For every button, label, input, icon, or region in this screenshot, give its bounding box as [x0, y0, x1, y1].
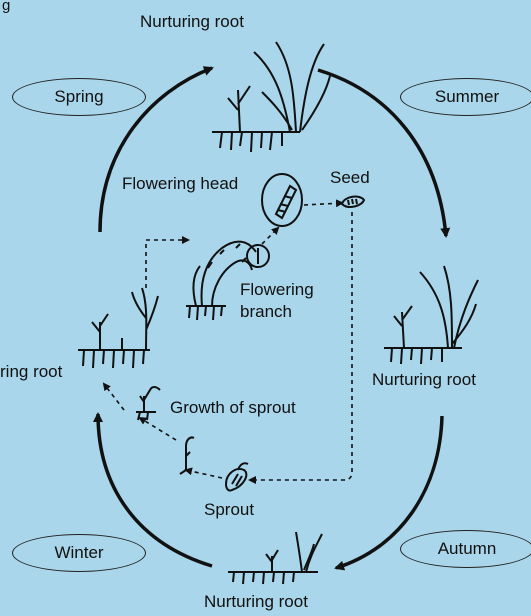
flowering-head-icon	[262, 174, 302, 226]
label-growth-of-sprout: Growth of sprout	[170, 398, 296, 418]
label-flowering-branch-line2: branch	[240, 302, 292, 322]
season-summer: Summer	[400, 78, 531, 116]
label-flowering-branch-line1: Flowering	[240, 280, 314, 300]
dashed-arrow-sprout-to-young	[186, 470, 222, 478]
label-flowering-head: Flowering head	[122, 174, 238, 194]
season-winter-label: Winter	[54, 543, 103, 563]
season-autumn: Autumn	[400, 530, 531, 568]
label-nurturing-root-top: Nurturing root	[140, 12, 244, 32]
label-nurturing-root-left: ring root	[0, 362, 62, 382]
growth-of-sprout-icon	[136, 387, 160, 420]
dashed-arrow-head-to-seed	[304, 203, 342, 205]
dashed-arrow-branch-to-head	[262, 228, 278, 244]
season-spring: Spring	[12, 78, 146, 116]
label-nurturing-root-bottom: Nurturing root	[204, 592, 308, 612]
corner-letter: g	[2, 0, 10, 16]
sprout-icon	[226, 463, 248, 490]
seed-icon	[342, 197, 364, 207]
plant-left-icon	[78, 288, 158, 368]
dashed-arrow-seed-to-sprout	[250, 212, 352, 480]
season-spring-label: Spring	[54, 87, 103, 107]
dashed-arrow-to-flowering-branch	[146, 240, 188, 288]
dashed-arrow-young-to-growth	[140, 418, 176, 440]
season-summer-label: Summer	[435, 87, 499, 107]
label-seed: Seed	[330, 168, 370, 188]
season-winter: Winter	[12, 534, 146, 572]
dashed-arrow-growth-to-rooted	[104, 384, 124, 410]
young-sprout-icon	[180, 437, 194, 474]
label-nurturing-root-right: Nurturing root	[372, 370, 476, 390]
season-autumn-label: Autumn	[438, 539, 497, 559]
plant-right-icon	[384, 266, 478, 364]
label-sprout: Sprout	[204, 500, 254, 520]
plant-top-icon	[212, 42, 330, 152]
plant-bottom-icon	[228, 532, 322, 584]
